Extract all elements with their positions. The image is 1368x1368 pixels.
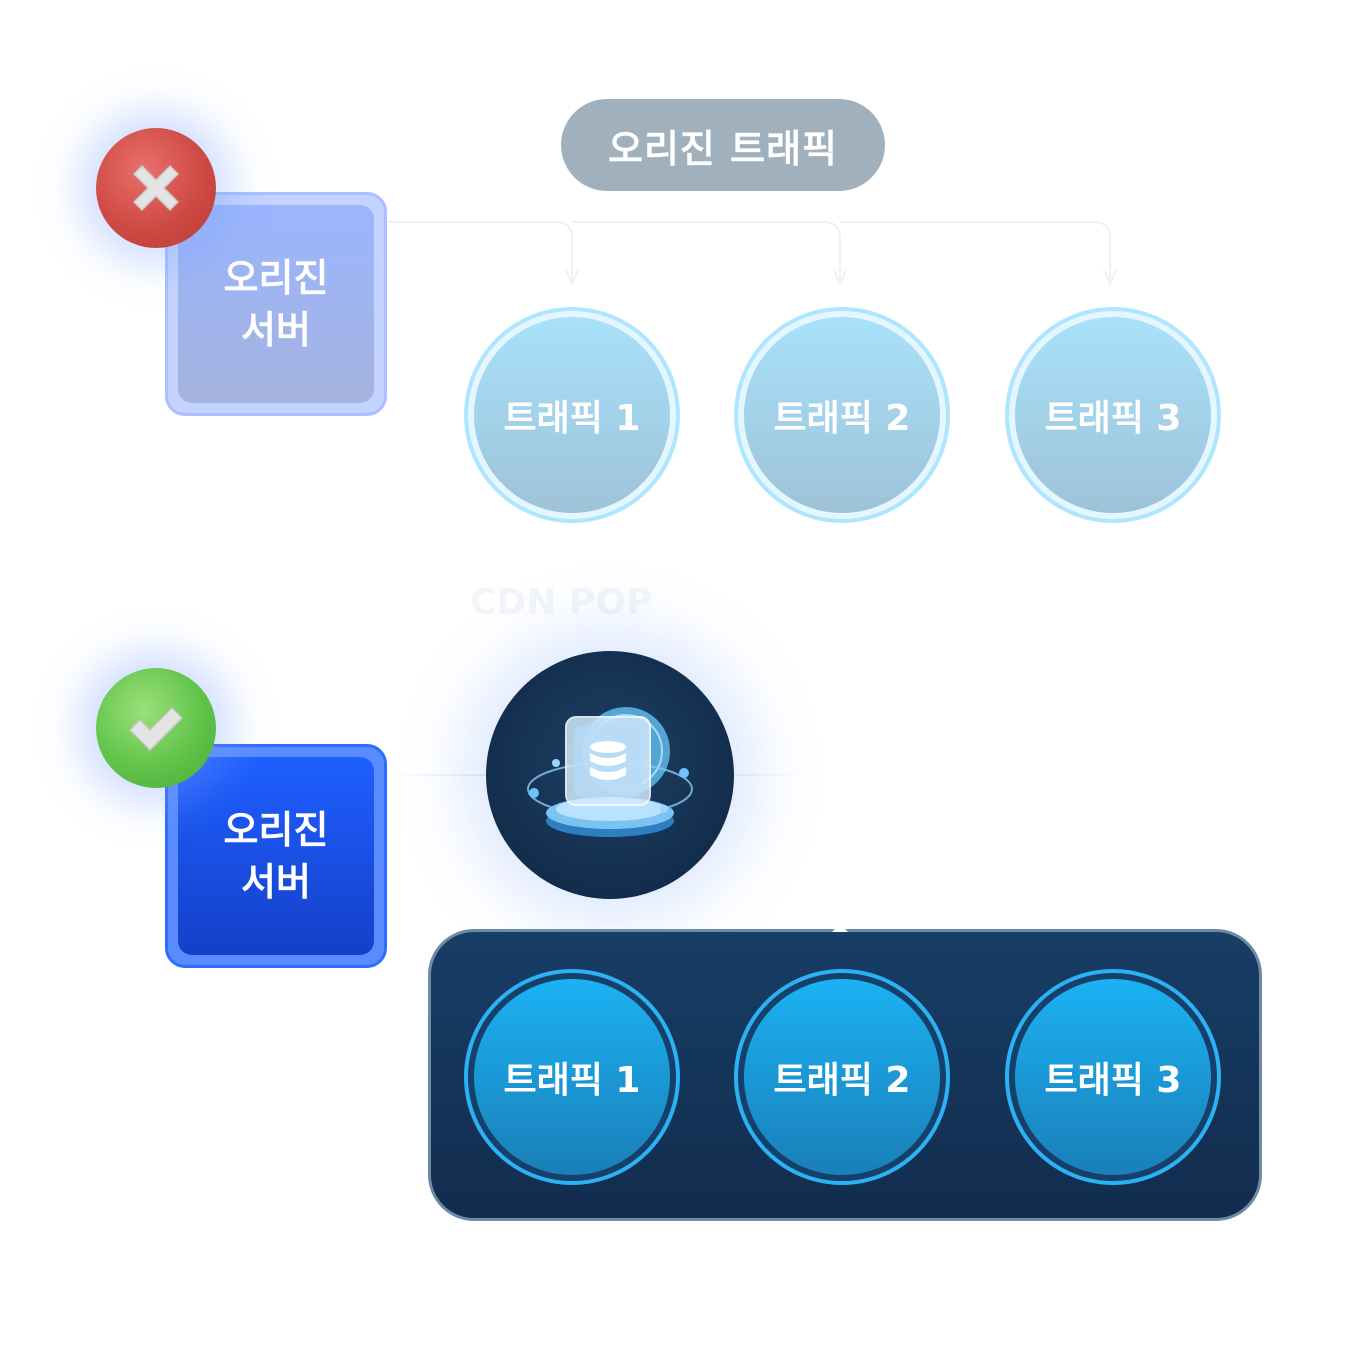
database-platform-icon bbox=[486, 651, 734, 899]
traffic-node-1-active: 트래픽 1 bbox=[464, 969, 680, 1185]
traffic-node-2-light: 트래픽 2 bbox=[734, 307, 950, 523]
origin-server-label-line1: 오리진 bbox=[223, 256, 329, 300]
origin-traffic-title: 오리진 트래픽 bbox=[608, 126, 838, 171]
x-mark-icon bbox=[96, 128, 216, 248]
origin-server-active: 오리진 서버 bbox=[165, 744, 387, 968]
cdn-pop-label: CDN POP bbox=[470, 582, 653, 623]
traffic-label: 트래픽 1 bbox=[503, 1060, 641, 1101]
traffic-node-1-light: 트래픽 1 bbox=[464, 307, 680, 523]
panel-notch bbox=[832, 924, 848, 932]
traffic-label: 트래픽 1 bbox=[503, 398, 641, 439]
traffic-node-3-active: 트래픽 3 bbox=[1005, 969, 1221, 1185]
origin-traffic-pill: 오리진 트래픽 bbox=[561, 99, 885, 191]
traffic-label: 트래픽 2 bbox=[773, 398, 911, 439]
traffic-node-3-light: 트래픽 3 bbox=[1005, 307, 1221, 523]
traffic-node-2-active: 트래픽 2 bbox=[734, 969, 950, 1185]
check-mark-icon bbox=[96, 668, 216, 788]
traffic-label: 트래픽 3 bbox=[1044, 1060, 1182, 1101]
traffic-label: 트래픽 2 bbox=[773, 1060, 911, 1101]
origin-server-disabled: 오리진 서버 bbox=[165, 192, 387, 416]
origin-server-label-line2: 서버 bbox=[241, 860, 311, 904]
origin-server-label-line2: 서버 bbox=[241, 308, 311, 352]
origin-server-label-line1: 오리진 bbox=[223, 808, 329, 852]
traffic-label: 트래픽 3 bbox=[1044, 398, 1182, 439]
